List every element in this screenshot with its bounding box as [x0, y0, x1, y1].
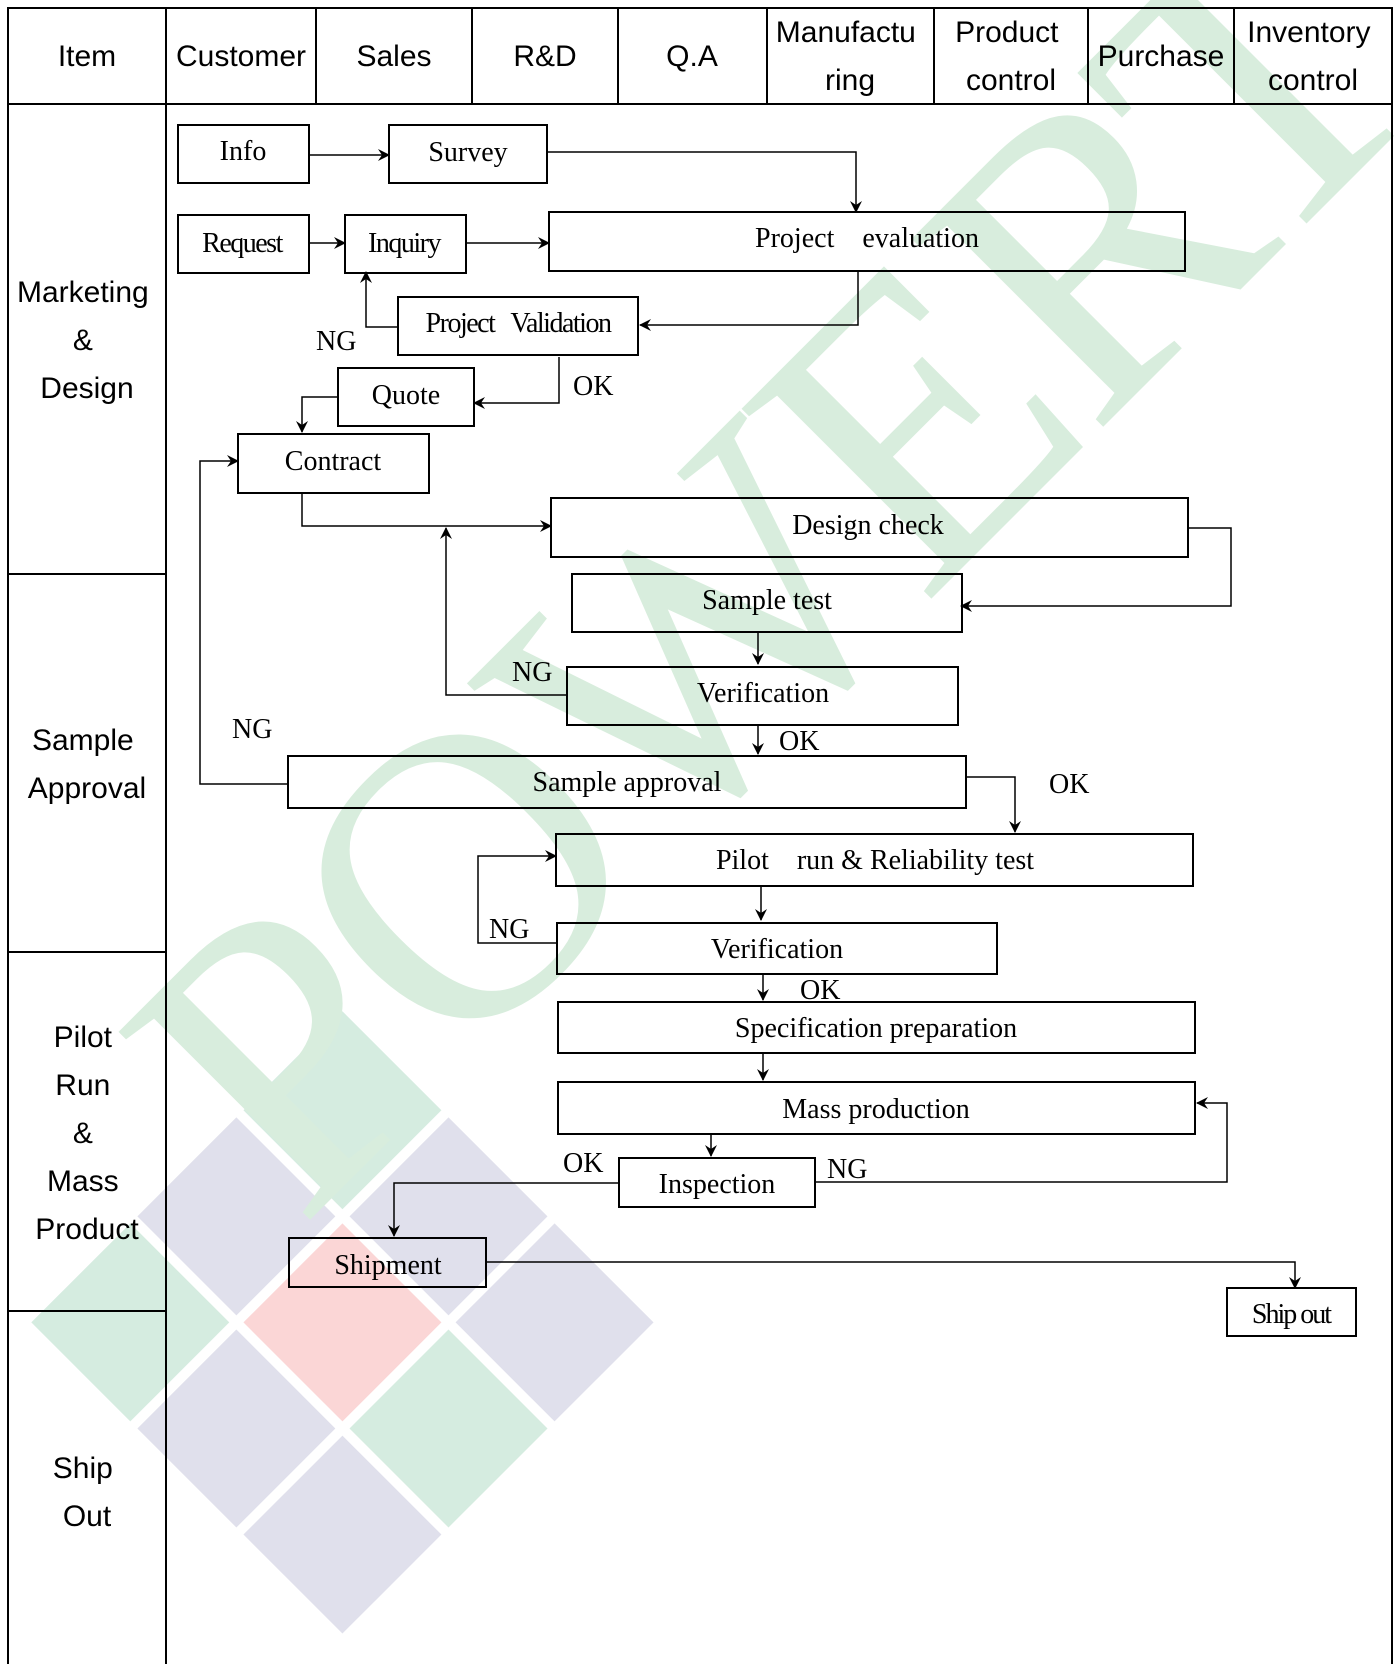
- box-request-label: Request: [202, 228, 283, 259]
- box-verification-2-label: Verification: [711, 934, 843, 965]
- box-survey-label: Survey: [428, 137, 507, 168]
- phase-pilot-run: Pilot Run & Mass Product: [35, 1021, 139, 1246]
- box-mass-production: Mass production: [557, 1081, 1196, 1135]
- box-inspection-label: Inspection: [659, 1169, 776, 1200]
- process-boxes: Info Survey Request Inquiry Project eval…: [177, 124, 1357, 1337]
- label-ok-verification-1: OK: [779, 726, 819, 757]
- box-contract: Contract: [237, 433, 430, 494]
- box-verification-2: Verification: [556, 922, 998, 975]
- box-project-validation-label: Project Validation: [426, 308, 612, 339]
- box-sample-approval: Sample approval: [287, 755, 967, 809]
- label-ng-verification-1: NG: [512, 657, 552, 688]
- phase-marketing-design: Marketing & Design: [17, 276, 157, 405]
- box-sample-test: Sample test: [571, 573, 963, 633]
- header-inventory-control: Inventory control: [1247, 16, 1379, 97]
- box-request: Request: [177, 214, 310, 274]
- box-shipment-label: Shipment: [334, 1250, 442, 1281]
- box-spec-preparation: Specification preparation: [557, 1001, 1196, 1054]
- label-ng-sample-approval: NG: [232, 714, 272, 745]
- box-design-check: Design check: [550, 497, 1189, 558]
- box-verification-1-label: Verification: [697, 678, 829, 709]
- header-manufacturing: Manufactu ring: [776, 16, 924, 97]
- header-purchase: Purchase: [1098, 40, 1225, 73]
- phase-sample-approval: Sample Approval: [28, 724, 146, 805]
- box-project-evaluation: Project evaluation: [548, 211, 1186, 272]
- label-ok-verification-2: OK: [800, 975, 840, 1006]
- box-ship-out: Ship out: [1226, 1287, 1357, 1337]
- header-product-control: Product control: [955, 16, 1067, 97]
- decision-labels: NG OK NG OK NG OK NG OK OK NG: [232, 326, 1089, 1185]
- box-info-label: Info: [220, 136, 267, 167]
- table-grid: [7, 7, 1393, 1664]
- label-ng-verification-2: NG: [489, 914, 529, 945]
- box-project-validation: Project Validation: [397, 296, 639, 356]
- box-quote: Quote: [337, 367, 475, 427]
- watermark-squares: [31, 1011, 654, 1634]
- box-sample-test-label: Sample test: [702, 585, 832, 616]
- box-verification-1: Verification: [566, 666, 959, 726]
- box-spec-preparation-label: Specification preparation: [735, 1013, 1017, 1044]
- box-shipment: Shipment: [288, 1237, 487, 1288]
- label-ok-inspection: OK: [563, 1148, 603, 1179]
- box-info: Info: [177, 124, 310, 184]
- box-survey: Survey: [388, 124, 548, 184]
- box-mass-production-label: Mass production: [782, 1094, 969, 1125]
- header-customer: Customer: [176, 40, 306, 73]
- box-pilot-run-label: Pilot run & Reliability test: [716, 845, 1034, 876]
- box-ship-out-label: Ship out: [1252, 1299, 1332, 1330]
- header-qa: Q.A: [666, 40, 718, 73]
- box-quote-label: Quote: [372, 380, 440, 411]
- box-inspection: Inspection: [618, 1157, 816, 1208]
- phase-labels: Marketing & Design Sample Approval Pilot…: [17, 276, 157, 1533]
- label-ng-inspection: NG: [827, 1154, 867, 1185]
- box-sample-approval-label: Sample approval: [533, 767, 722, 798]
- phase-ship-out: Ship Out: [53, 1452, 121, 1533]
- box-project-evaluation-label: Project evaluation: [755, 223, 979, 254]
- label-ng-validation: NG: [316, 326, 356, 357]
- header-rnd: R&D: [513, 40, 576, 73]
- box-pilot-run: Pilot run & Reliability test: [555, 833, 1194, 887]
- box-contract-label: Contract: [285, 446, 382, 477]
- connectors: [199, 149, 1301, 1289]
- box-design-check-label: Design check: [792, 510, 944, 541]
- box-inquiry-label: Inquiry: [368, 228, 441, 259]
- header-sales: Sales: [356, 40, 431, 73]
- header-row: Item Customer Sales R&D Q.A Manufactu ri…: [58, 16, 1379, 97]
- label-ok-sample-approval: OK: [1049, 769, 1089, 800]
- label-ok-validation: OK: [573, 371, 613, 402]
- box-inquiry: Inquiry: [344, 214, 467, 274]
- header-item: Item: [58, 40, 116, 73]
